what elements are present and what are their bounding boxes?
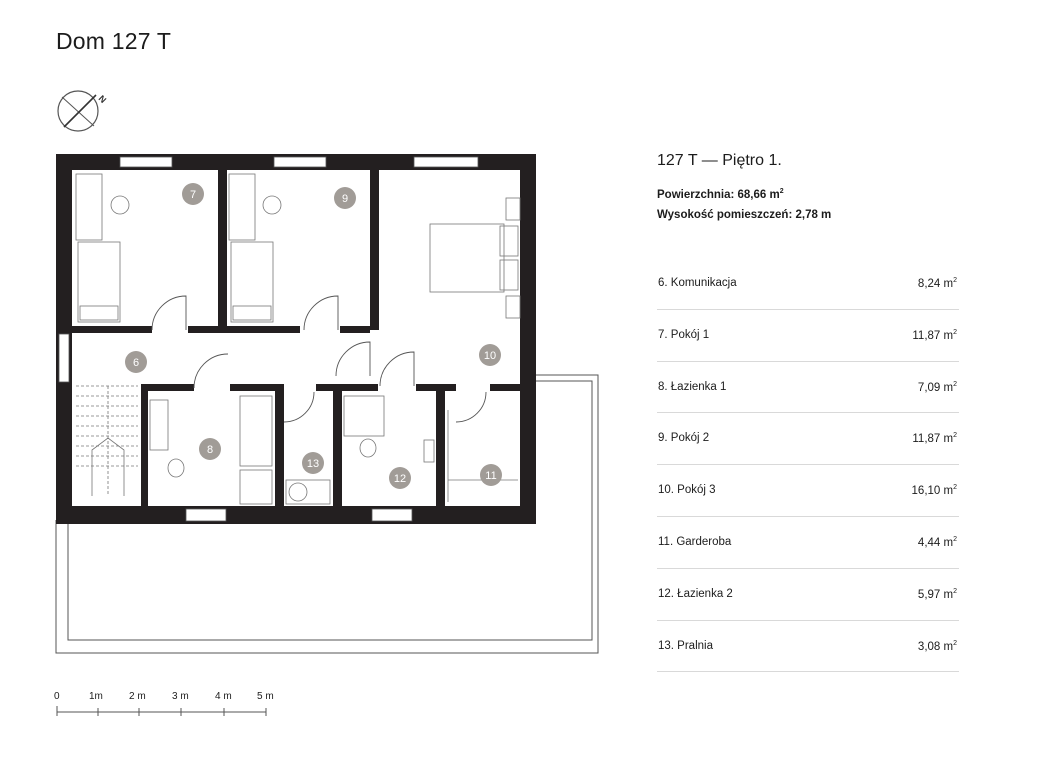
scale-label-0: 0 <box>54 691 60 702</box>
scale-label-4: 4 m <box>215 691 232 702</box>
room-number-label: 7 <box>190 189 196 201</box>
furniture <box>75 173 521 505</box>
room-number-label: 6 <box>133 357 139 369</box>
room-number-badge: 6 <box>125 351 147 373</box>
room-area: 7,09 m2 <box>917 380 957 394</box>
room-number-label: 9 <box>342 193 348 205</box>
room-number-badge: 11 <box>480 464 502 486</box>
room-number-label: 13 <box>307 458 319 470</box>
room-name: 7. Pokój 1 <box>658 328 710 341</box>
room-name: 12. Łazienka 2 <box>658 587 733 600</box>
room-area: 16,10 m2 <box>911 484 957 498</box>
compass-n-label: N <box>97 93 109 105</box>
room-area: 4,44 m2 <box>917 535 957 549</box>
room-area: 11,87 m2 <box>912 432 957 446</box>
windows <box>58 156 479 522</box>
scale-bar <box>56 706 267 716</box>
room-area: 5,97 m2 <box>917 587 957 601</box>
interior-walls <box>72 170 520 506</box>
room-name: 6. Komunikacja <box>658 277 737 289</box>
room-row: 13. Pralnia 3,08 m2 <box>657 621 959 673</box>
room-number-badge: 10 <box>479 344 501 366</box>
room-number-label: 12 <box>394 473 406 485</box>
room-number-badge: 12 <box>389 467 411 489</box>
room-list: 6. Komunikacja 8,24 m2 7. Pokój 1 11,87 m2 8… <box>657 258 959 673</box>
room-area: 11,87 m2 <box>912 328 957 342</box>
room-row: 6. Komunikacja 8,24 m2 <box>657 258 959 310</box>
room-row: 7. Pokój 1 11,87 m2 <box>657 310 959 362</box>
room-name: 10. Pokój 3 <box>658 484 716 497</box>
door-swings <box>151 295 487 423</box>
room-row: 10. Pokój 3 16,10 m2 <box>657 465 959 517</box>
scale-label-5: 5 m <box>257 691 274 702</box>
scale-label-2: 2 m <box>129 691 146 702</box>
page-title: Dom 127 T <box>56 28 172 54</box>
scale-label-1: 1m <box>89 691 103 702</box>
floor-area: Powierzchnia: 68,66 m2 <box>657 188 784 201</box>
room-number-badge: 8 <box>199 438 221 460</box>
room-name: 8. Łazienka 1 <box>658 380 727 393</box>
room-area: 8,24 m2 <box>917 277 957 290</box>
room-number-badge: 9 <box>334 187 356 209</box>
room-row: 12. Łazienka 2 5,97 m2 <box>657 569 959 621</box>
terrace-outline <box>55 374 599 654</box>
room-name: 11. Garderoba <box>658 535 732 548</box>
room-row: 8. Łazienka 1 7,09 m2 <box>657 362 959 414</box>
floor-info-panel: 127 T — Piętro 1. Powierzchnia: 68,66 m2… <box>657 152 959 229</box>
compass-north-icon: N <box>57 90 109 132</box>
room-row: 9. Pokój 2 11,87 m2 <box>657 413 959 466</box>
room-number-badge: 13 <box>302 452 324 474</box>
room-number-label: 8 <box>207 444 213 456</box>
room-height: Wysokość pomieszczeń: 2,78 m <box>657 208 832 221</box>
room-number-label: 11 <box>485 470 496 482</box>
room-name: 13. Pralnia <box>658 639 713 652</box>
room-name: 9. Pokój 2 <box>658 432 710 445</box>
room-number-badge: 7 <box>182 183 204 205</box>
scale-label-3: 3 m <box>172 691 189 702</box>
room-area: 3,08 m2 <box>917 639 957 653</box>
floor-heading: 127 T — Piętro 1. <box>657 152 782 169</box>
room-number-label: 10 <box>484 350 496 362</box>
room-badges: 7 9 6 10 8 13 12 11 <box>125 183 502 489</box>
staircase <box>76 385 138 496</box>
room-row: 11. Garderoba 4,44 m2 <box>657 517 959 569</box>
